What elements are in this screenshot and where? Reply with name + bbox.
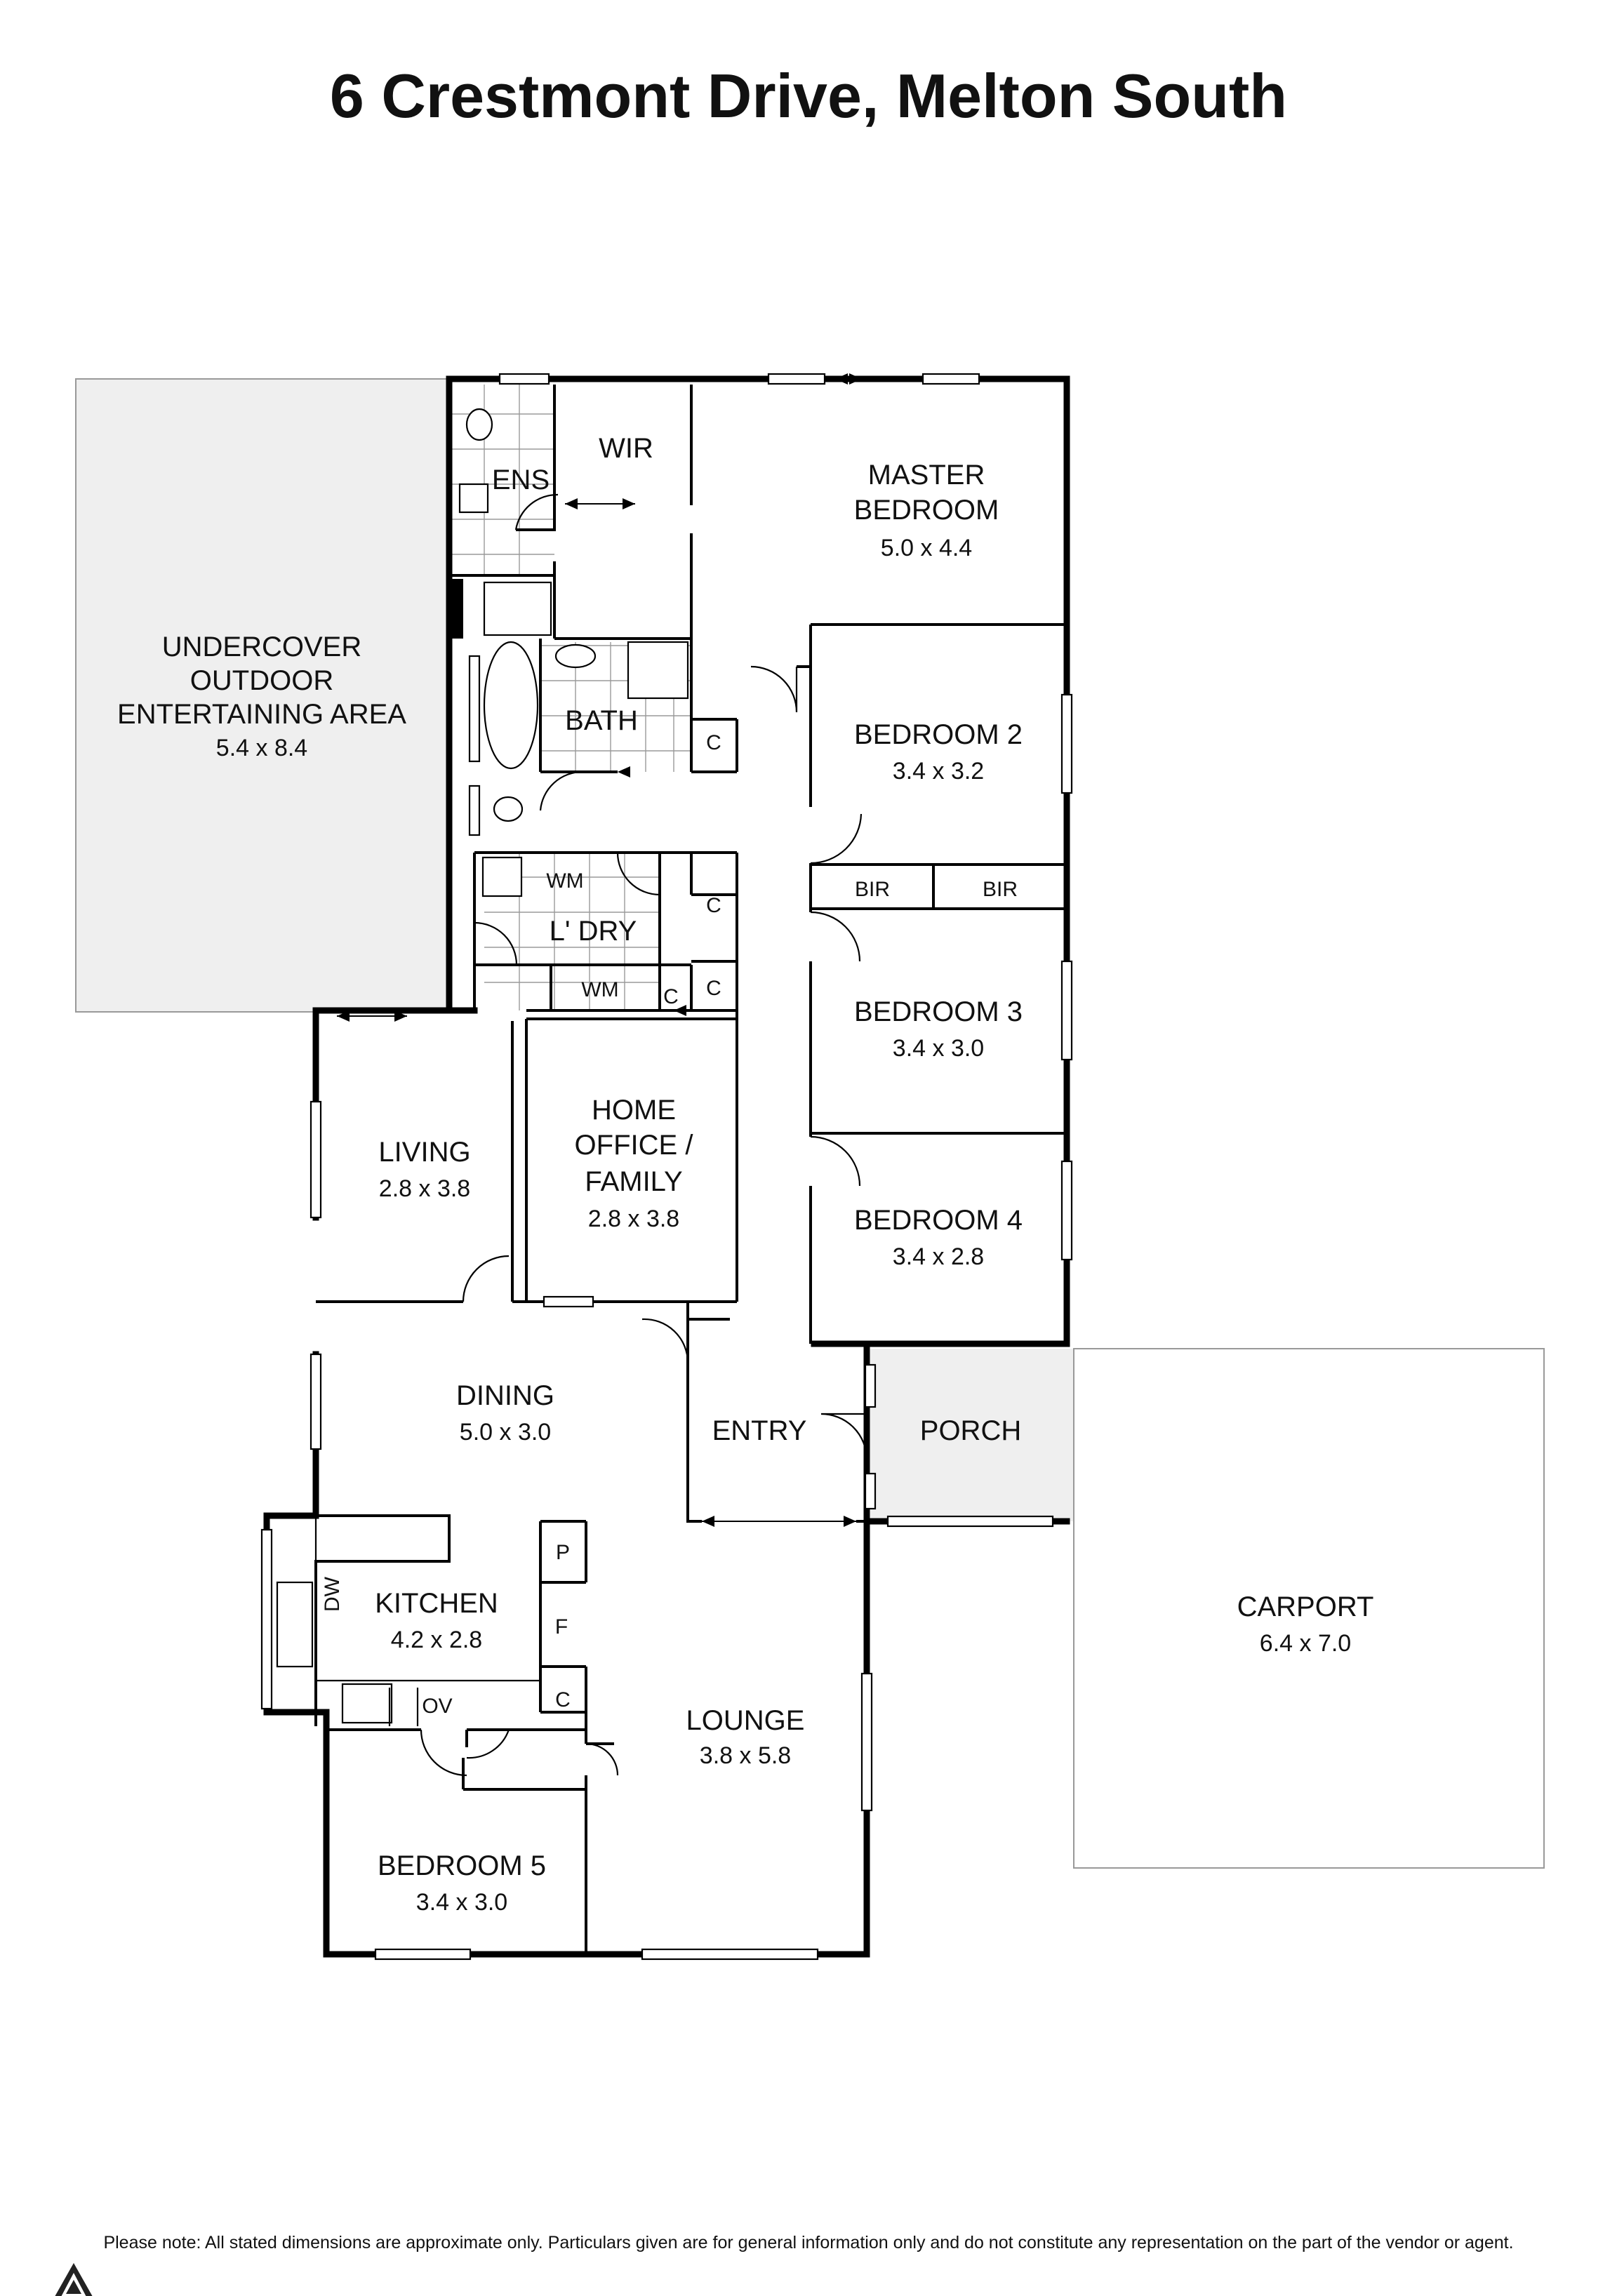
kitchen-label: KITCHEN — [375, 1588, 498, 1619]
master-bedroom-dims: 5.0 x 4.4 — [881, 535, 972, 561]
kitchen-dims: 4.2 x 2.8 — [391, 1627, 482, 1653]
disclaimer: Please note: All stated dimensions are a… — [103, 2233, 1514, 2252]
wir-label: WIR — [599, 433, 653, 464]
bedroom-2-label: BEDROOM 2 — [854, 719, 1023, 750]
cooktop-icon — [341, 1683, 393, 1724]
outdoor-area-dims: 5.4 x 8.4 — [216, 735, 307, 761]
bedroom-2-dims: 3.4 x 3.2 — [893, 758, 984, 785]
agency-logo — [55, 2263, 93, 2296]
outdoor-area-label-3: ENTERTAINING AREA — [117, 699, 406, 730]
laundry-tub-icon — [481, 856, 523, 897]
master-bedroom-label-1: MASTER — [868, 460, 985, 490]
dishwasher-label: DW — [321, 1576, 344, 1612]
bath-label: BATH — [565, 705, 638, 736]
windows — [260, 373, 1073, 1961]
bedroom-5-dims: 3.4 x 3.0 — [416, 1889, 507, 1916]
fixtures — [276, 408, 689, 1724]
wm-1-label: WM — [546, 869, 583, 893]
office-label-1: HOME — [592, 1095, 676, 1126]
bir-1-label: BIR — [855, 878, 890, 901]
office-label-2: OFFICE / — [575, 1130, 694, 1161]
bedroom-5-label: BEDROOM 5 — [378, 1850, 546, 1881]
master-bedroom-label-2: BEDROOM — [854, 495, 999, 526]
oven-label: OV — [422, 1695, 452, 1718]
outdoor-area-label-2: OUTDOOR — [190, 665, 333, 696]
carport-outline — [1073, 1348, 1545, 1869]
bedroom-4-dims: 3.4 x 2.8 — [893, 1243, 984, 1270]
cupboard-label: C — [663, 985, 679, 1008]
bath-shower-icon — [627, 641, 689, 700]
outdoor-area-label-1: UNDERCOVER — [162, 632, 361, 662]
fridge-label: F — [555, 1615, 568, 1638]
entry-label: ENTRY — [712, 1415, 807, 1446]
living-label: LIVING — [378, 1137, 470, 1168]
lounge-label: LOUNGE — [686, 1705, 805, 1736]
bedroom-3-dims: 3.4 x 3.0 — [893, 1035, 984, 1062]
ensuite-label: ENS — [492, 465, 550, 495]
cupboard-label: C — [706, 731, 721, 754]
pantry-label: P — [556, 1541, 570, 1564]
porch-fill — [870, 1349, 1074, 1521]
laundry-label: L' DRY — [550, 916, 637, 947]
wm-2-label: WM — [581, 978, 618, 1001]
dining-label: DINING — [456, 1380, 554, 1411]
living-dims: 2.8 x 3.8 — [379, 1175, 470, 1202]
carport-dims: 6.4 x 7.0 — [1260, 1630, 1351, 1657]
bath-basin-icon — [554, 643, 597, 669]
kitchen-bench — [314, 1516, 540, 1726]
bedroom-4-label: BEDROOM 4 — [854, 1205, 1023, 1236]
dining-dims: 5.0 x 3.0 — [460, 1419, 551, 1446]
toilet-icon — [493, 796, 524, 822]
porch-label: PORCH — [920, 1415, 1021, 1446]
sliding-door-arrows — [337, 373, 862, 1527]
sink-icon — [276, 1581, 314, 1668]
cupboard-label: C — [555, 1688, 571, 1711]
outdoor-area-fill — [75, 378, 448, 1013]
cupboard-label: C — [706, 894, 721, 917]
room-labels: UNDERCOVER OUTDOOR ENTERTAINING AREA 5.4… — [117, 433, 1373, 1916]
ensuite-basin-icon — [458, 483, 489, 514]
bedroom-3-label: BEDROOM 3 — [854, 996, 1023, 1027]
lounge-dims: 3.8 x 5.8 — [700, 1742, 791, 1769]
toilet-icon — [465, 408, 493, 441]
carport-label: CARPORT — [1237, 1591, 1374, 1622]
page-title: 6 Crestmont Drive, Melton South — [329, 61, 1288, 131]
office-dims: 2.8 x 3.8 — [588, 1206, 679, 1232]
cupboard-label: C — [706, 977, 721, 1000]
bathtub-icon — [483, 641, 539, 770]
interior-walls — [267, 385, 1067, 1954]
office-label-3: FAMILY — [585, 1166, 682, 1197]
bir-2-label: BIR — [983, 878, 1018, 901]
ensuite-shower-icon — [483, 581, 552, 636]
door-swings — [420, 493, 868, 1777]
